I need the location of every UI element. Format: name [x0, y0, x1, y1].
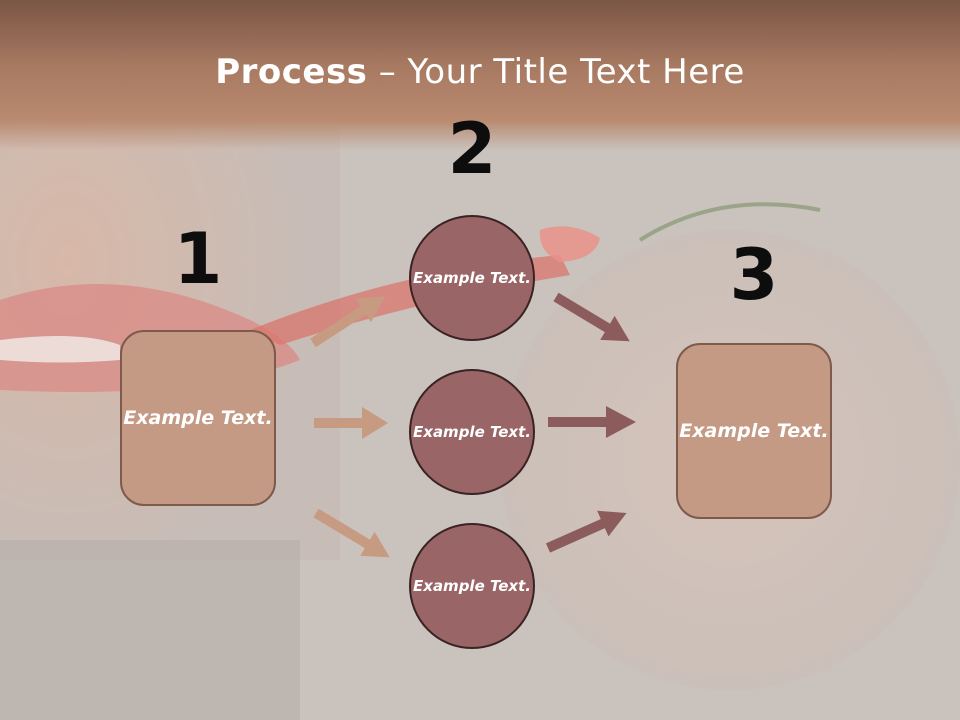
- slide-title: Process – Your Title Text Here: [0, 52, 960, 92]
- title-rest: – Your Title Text Here: [367, 52, 745, 92]
- step-circle-middle: Example Text.: [409, 369, 535, 495]
- step-number-1: 1: [173, 218, 223, 300]
- title-bold: Process: [215, 52, 368, 92]
- step-number-2: 2: [447, 108, 497, 190]
- left-step-box: Example Text.: [120, 330, 276, 506]
- step-number-3: 3: [729, 234, 779, 316]
- step-circle-top: Example Text.: [409, 215, 535, 341]
- step-circle-bottom: Example Text.: [409, 523, 535, 649]
- right-step-box: Example Text.: [676, 343, 832, 519]
- title-bar: [0, 0, 960, 150]
